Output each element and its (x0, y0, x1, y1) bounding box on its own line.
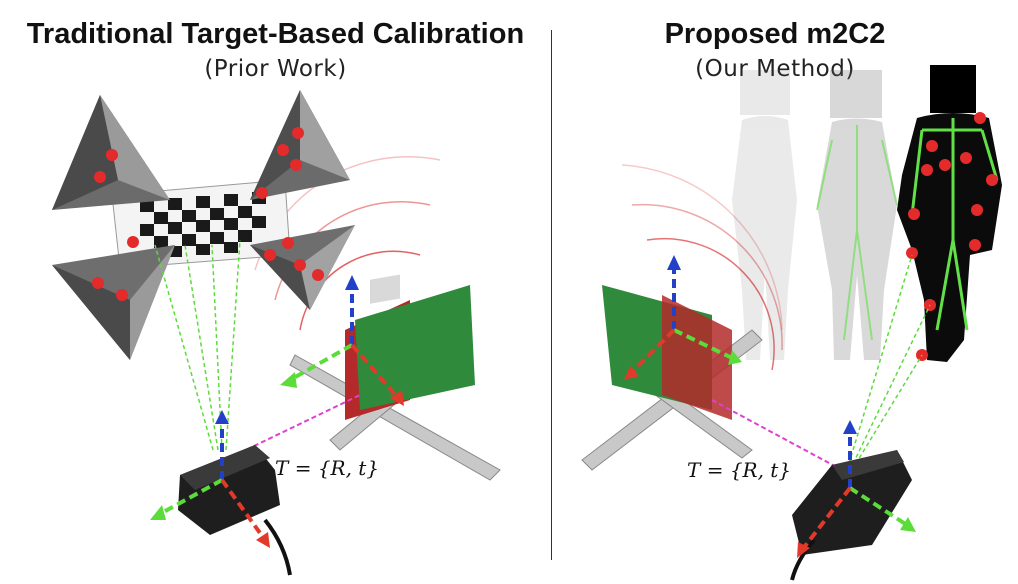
camera-axis-y-arrowhead (900, 517, 916, 532)
radar-axis-x (630, 328, 676, 374)
extrinsic-link (711, 399, 843, 471)
left-title: Traditional Target-Based Calibration (26, 18, 525, 50)
radar-axis-z-arrowhead (345, 275, 359, 290)
radar-axis-y-arrowhead (728, 350, 742, 365)
faded-person-1 (732, 70, 797, 360)
radar-device (289, 274, 501, 481)
corner-reflector-bottom-left (52, 245, 175, 360)
right-subtitle: (Our Method) (695, 56, 855, 82)
right-panel: Proposed m2C2 (Our Method) (552, 0, 1018, 584)
radar-axis-z-arrowhead (667, 255, 681, 270)
camera-axis-z-arrowhead (843, 420, 857, 434)
camera-axis-z-arrowhead (215, 410, 229, 424)
right-illustration: T = {R, t} (581, 65, 1002, 581)
left-subtitle: (Prior Work) (204, 56, 347, 82)
corner-reflector-top-right (250, 90, 350, 200)
radar-axes (289, 285, 400, 400)
camera-axis-y-arrowhead (150, 505, 166, 520)
radar-axis-y (673, 328, 733, 360)
camera-target-rays (154, 239, 241, 451)
radar-axis-y-arrowhead (280, 372, 297, 388)
camera-axis-x-arrowhead (797, 542, 810, 558)
panel-divider (551, 30, 552, 560)
faded-skeleton-2 (816, 125, 898, 341)
left-transform-formula: T = {R, t} (275, 456, 379, 480)
camera-device (178, 445, 292, 576)
camera-axis-x-arrowhead (256, 532, 270, 548)
left-illustration: T = {R, t} (52, 90, 501, 576)
reflector-keypoints (92, 127, 324, 301)
radar-device (581, 285, 763, 471)
camera-axes (157, 420, 267, 542)
left-panel: Traditional Target-Based Calibration (Pr… (26, 18, 525, 576)
camera-person-rays (846, 254, 931, 471)
person-silhouette (897, 65, 1002, 362)
camera-axes (800, 430, 909, 552)
right-transform-formula: T = {R, t} (687, 458, 791, 482)
faded-person-2 (817, 70, 897, 360)
radar-axis-x-arrowhead (624, 366, 639, 380)
person-skeleton (910, 118, 999, 331)
right-title: Proposed m2C2 (664, 18, 886, 50)
radar-wave-arcs (621, 164, 783, 371)
radar-axis-x-arrowhead (390, 390, 404, 406)
